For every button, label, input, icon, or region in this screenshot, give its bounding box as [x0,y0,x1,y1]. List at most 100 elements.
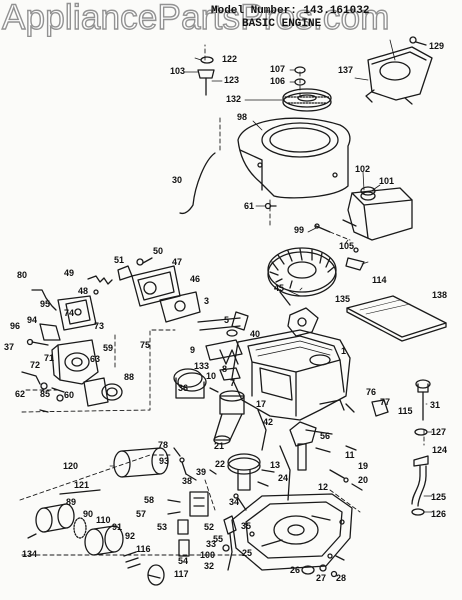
part-label[interactable]: 13 [270,460,281,470]
part-label[interactable]: 132 [226,94,242,104]
part-label[interactable]: 76 [366,387,377,397]
part-label[interactable]: 71 [44,353,55,363]
part-label[interactable]: 85 [40,389,51,399]
part-47-gasket [131,265,181,307]
part-label[interactable]: 123 [224,75,240,85]
part-label[interactable]: 114 [372,275,387,285]
part-label[interactable]: 89 [66,497,77,507]
part-label[interactable]: 116 [136,544,151,554]
part-label[interactable]: 10 [206,371,217,381]
part-label[interactable]: 27 [316,573,327,583]
part-label[interactable]: 90 [83,509,94,519]
part-label[interactable]: 34 [229,497,240,507]
part-label[interactable]: 54 [178,556,189,566]
part-label[interactable]: 56 [320,431,331,441]
part-label[interactable]: 55 [213,534,224,544]
part-label[interactable]: 33 [206,539,217,549]
part-label[interactable]: 20 [358,475,369,485]
part-label[interactable]: 117 [174,569,189,579]
part-label[interactable]: 24 [278,473,289,483]
part-label[interactable]: 77 [380,397,391,407]
part-label[interactable]: 45 [274,283,285,293]
part-label[interactable]: 124 [432,445,448,455]
part-label[interactable]: 32 [204,561,215,571]
part-label[interactable]: 63 [90,354,101,364]
part-label[interactable]: 88 [124,372,135,382]
part-label[interactable]: 78 [158,440,169,450]
part-label[interactable]: 134 [22,549,38,559]
part-label[interactable]: 22 [215,459,226,469]
part-label[interactable]: 129 [429,41,445,51]
part-label[interactable]: 133 [194,361,210,371]
part-label[interactable]: 49 [64,268,75,278]
part-label[interactable]: 125 [431,492,447,502]
part-label[interactable]: 60 [64,390,75,400]
part-label[interactable]: 120 [63,461,79,471]
part-label[interactable]: 42 [263,417,274,427]
part-label[interactable]: 51 [114,255,125,265]
part-label[interactable]: 95 [40,299,51,309]
part-label[interactable]: 99 [294,225,305,235]
part-label[interactable]: 30 [172,175,183,185]
part-label[interactable]: 25 [242,548,253,558]
part-label[interactable]: 35 [241,521,252,531]
part-label[interactable]: 138 [432,290,448,300]
part-label[interactable]: 93 [159,456,170,466]
part-label[interactable]: 106 [270,76,286,86]
part-label[interactable]: 31 [430,400,441,410]
part-label[interactable]: 47 [172,257,183,267]
part-label[interactable]: 57 [136,509,147,519]
part-label[interactable]: 26 [290,565,301,575]
part-label[interactable]: 53 [157,522,168,532]
part-label[interactable]: 48 [78,286,89,296]
part-label[interactable]: 12 [318,482,329,492]
part-label[interactable]: 7 [230,378,236,388]
part-label[interactable]: 100 [200,550,216,560]
part-label[interactable]: 17 [256,399,267,409]
part-label[interactable]: 94 [27,315,38,325]
part-label[interactable]: 135 [335,294,351,304]
part-label[interactable]: 110 [96,515,111,525]
part-label[interactable]: 9 [190,345,196,355]
part-label[interactable]: 122 [222,54,238,64]
part-label[interactable]: 92 [125,531,136,541]
part-label[interactable]: 137 [338,65,354,75]
part-label[interactable]: 80 [17,270,28,280]
part-label[interactable]: 52 [204,522,215,532]
part-label[interactable]: 105 [339,241,355,251]
part-label[interactable]: 72 [30,360,41,370]
part-label[interactable]: 1 [341,346,347,356]
part-label[interactable]: 59 [103,343,114,353]
part-label[interactable]: 75 [140,340,151,350]
part-label[interactable]: 40 [250,329,261,339]
part-label[interactable]: 46 [190,274,201,284]
part-label[interactable]: 21 [214,441,225,451]
part-label[interactable]: 127 [431,427,447,437]
part-label[interactable]: 50 [153,246,164,256]
part-label[interactable]: 58 [144,495,155,505]
part-label[interactable]: 96 [10,321,21,331]
part-label[interactable]: 101 [379,176,395,186]
part-label[interactable]: 3 [204,296,210,306]
part-label[interactable]: 19 [358,461,369,471]
part-label[interactable]: 103 [170,66,186,76]
part-label[interactable]: 61 [244,201,255,211]
part-label[interactable]: 126 [431,509,447,519]
part-label[interactable]: 73 [94,321,105,331]
part-label[interactable]: 121 [74,480,90,490]
part-label[interactable]: 115 [398,406,413,416]
part-label[interactable]: 36 [178,383,189,393]
part-label[interactable]: 98 [237,112,248,122]
part-label[interactable]: 28 [336,573,347,583]
part-label[interactable]: 38 [182,476,193,486]
part-label[interactable]: 39 [196,467,207,477]
part-label[interactable]: 102 [355,164,371,174]
part-label[interactable]: 5 [224,315,230,325]
part-label[interactable]: 11 [345,450,355,460]
part-label[interactable]: 91 [112,522,123,532]
part-label[interactable]: 74 [64,308,75,318]
part-label[interactable]: 8 [222,364,228,374]
part-label[interactable]: 62 [15,389,26,399]
part-label[interactable]: 107 [270,64,286,74]
part-label[interactable]: 37 [4,342,15,352]
